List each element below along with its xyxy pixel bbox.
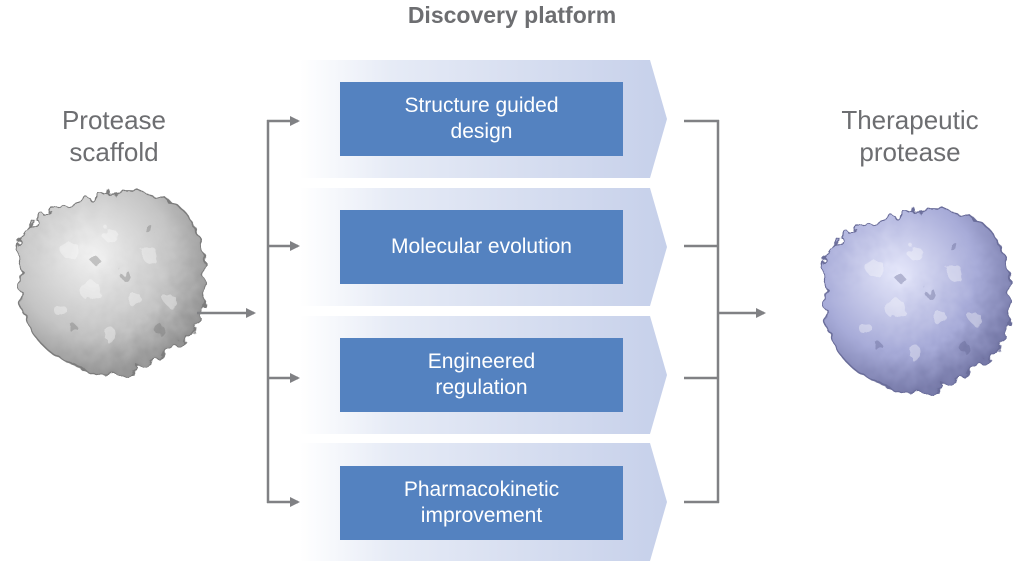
step-box-engineered-regulation: Engineered regulation <box>340 338 623 412</box>
protease-scaffold-structure-image <box>17 190 207 377</box>
step-label-line1: Engineered <box>427 350 536 373</box>
diagram-title: Discovery platform <box>407 2 617 28</box>
step-label-line1: Molecular evolution <box>391 235 572 258</box>
step-band: Molecular evolution <box>300 188 668 306</box>
input-label-line2: scaffold <box>69 137 159 167</box>
input-label-line1: Protease <box>61 105 167 135</box>
output-label-line2: protease <box>859 137 961 167</box>
step-band: Engineered regulation <box>300 316 668 434</box>
step-label-line1: Structure guided <box>404 94 559 117</box>
output-label-line1: Therapeutic <box>841 105 979 135</box>
output-label: Therapeutic protease <box>810 104 1010 168</box>
step-label-line2: regulation <box>435 376 528 399</box>
step-box-molecular-evolution: Molecular evolution <box>340 210 623 284</box>
step-label-line1: Pharmacokinetic <box>403 478 560 501</box>
step-label-line2: improvement <box>420 504 543 527</box>
step-label-line2: design <box>450 120 513 143</box>
step-box-pharmacokinetic-improvement: Pharmacokinetic improvement <box>340 466 623 540</box>
step-band: Structure guided design <box>300 60 668 178</box>
therapeutic-protease-structure-image <box>822 208 1012 395</box>
step-box-structure-guided-design: Structure guided design <box>340 82 623 156</box>
step-band: Pharmacokinetic improvement <box>300 443 668 561</box>
input-label: Protease scaffold <box>14 104 214 168</box>
